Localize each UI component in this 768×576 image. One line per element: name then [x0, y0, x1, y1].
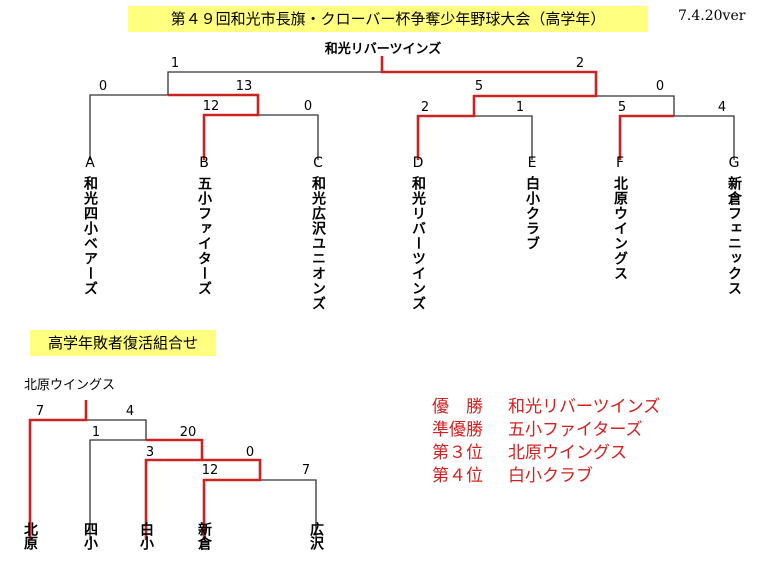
- standing-rank: 優 勝: [432, 397, 483, 417]
- line-a: [89, 94, 168, 160]
- consolation-team-shinkura: 新倉: [196, 522, 212, 550]
- standing-row: 第３位 北原ウイングス: [432, 442, 660, 465]
- line-e: [474, 115, 533, 160]
- consolation-title: 高学年敗者復活組合せ: [30, 330, 216, 356]
- score-f: 5: [617, 100, 627, 115]
- score-b: 12: [202, 99, 220, 114]
- tournament-title: 第４９回和光市長旗・クローバー杯争奪少年野球大会（高学年）: [128, 6, 648, 32]
- standing-team: 和光リバーツインズ: [508, 397, 661, 417]
- win-shinkura: [202, 458, 262, 540]
- standing-rank: 第３位: [432, 443, 483, 463]
- line-fg-top: [596, 95, 675, 116]
- standing-team: 北原ウイングス: [508, 443, 627, 463]
- standing-team: 五小ファイターズ: [508, 420, 643, 440]
- score-e: 1: [515, 100, 525, 115]
- line-hirosawa: [260, 479, 317, 540]
- team-name-a: 和光四小ベアーズ: [82, 176, 98, 296]
- team-name-f: 北原ウイングス: [612, 176, 628, 281]
- team-letter-e: E: [527, 155, 537, 171]
- score-g: 4: [717, 100, 727, 115]
- score-yon: 1: [91, 425, 101, 440]
- consolation-team-hirosawa: 広沢: [308, 522, 324, 550]
- standing-row: 準優勝 五小ファイターズ: [432, 419, 660, 442]
- score-r2-winner: 0: [245, 445, 255, 460]
- standing-rank: 第４位: [432, 466, 483, 486]
- score-fg: 0: [655, 79, 665, 94]
- standing-row: 第４位 白小クラブ: [432, 465, 660, 488]
- win-kitahara: [28, 400, 88, 540]
- team-letter-f: F: [615, 155, 625, 171]
- consolation-team-yon: 四小: [82, 522, 98, 550]
- win-d: [380, 56, 598, 160]
- main-champion-label: 和光リバーツインズ: [324, 42, 442, 57]
- consolation-team-kitahara: 北原: [22, 522, 38, 550]
- consolation-team-shiro: 白小: [138, 522, 154, 550]
- standing-team: 白小クラブ: [508, 466, 593, 486]
- win-f: [618, 114, 674, 160]
- team-name-g: 新倉フェニックス: [726, 176, 742, 296]
- team-name-d: 和光リバーツインズ: [410, 176, 426, 311]
- score-r3-winner: 3: [145, 445, 155, 460]
- score-final-right: 2: [575, 56, 585, 71]
- score-hirosawa: 7: [301, 463, 311, 478]
- team-name-e: 白小クラブ: [524, 176, 540, 251]
- line-final-left: [167, 71, 382, 95]
- score-final-left: 1: [170, 56, 180, 71]
- standing-rank: 準優勝: [432, 420, 483, 440]
- team-name-b: 五小ファイターズ: [196, 176, 212, 296]
- line-g: [674, 115, 735, 160]
- team-letter-b: B: [199, 155, 209, 171]
- team-letter-d: D: [412, 155, 424, 171]
- score-de: 5: [474, 79, 484, 94]
- line-c-final-right: [86, 419, 147, 440]
- team-name-c: 和光広沢ユニオンズ: [310, 176, 326, 311]
- team-letter-g: G: [728, 155, 740, 171]
- team-letter-c: C: [313, 155, 323, 171]
- score-c: 0: [303, 99, 313, 114]
- score-consolation-final-right: 4: [125, 404, 135, 419]
- standing-row: 優 勝 和光リバーツインズ: [432, 396, 660, 419]
- score-shinkura: 12: [201, 463, 219, 478]
- final-standings: 優 勝 和光リバーツインズ 準優勝 五小ファイターズ 第３位 北原ウイングス 第４位 白…: [432, 396, 660, 488]
- team-letter-a: A: [85, 155, 95, 171]
- score-kitahara: 7: [35, 404, 45, 419]
- win-b: [168, 93, 260, 160]
- version-label: 7.4.20ver: [678, 8, 746, 24]
- score-a: 0: [98, 79, 108, 94]
- score-d: 2: [420, 100, 430, 115]
- consolation-champion-label: 北原ウイングス: [24, 378, 116, 393]
- score-bc: 13: [235, 79, 253, 94]
- line-c: [258, 114, 319, 160]
- score-shiro: 20: [179, 425, 197, 440]
- line-yon: [89, 439, 146, 540]
